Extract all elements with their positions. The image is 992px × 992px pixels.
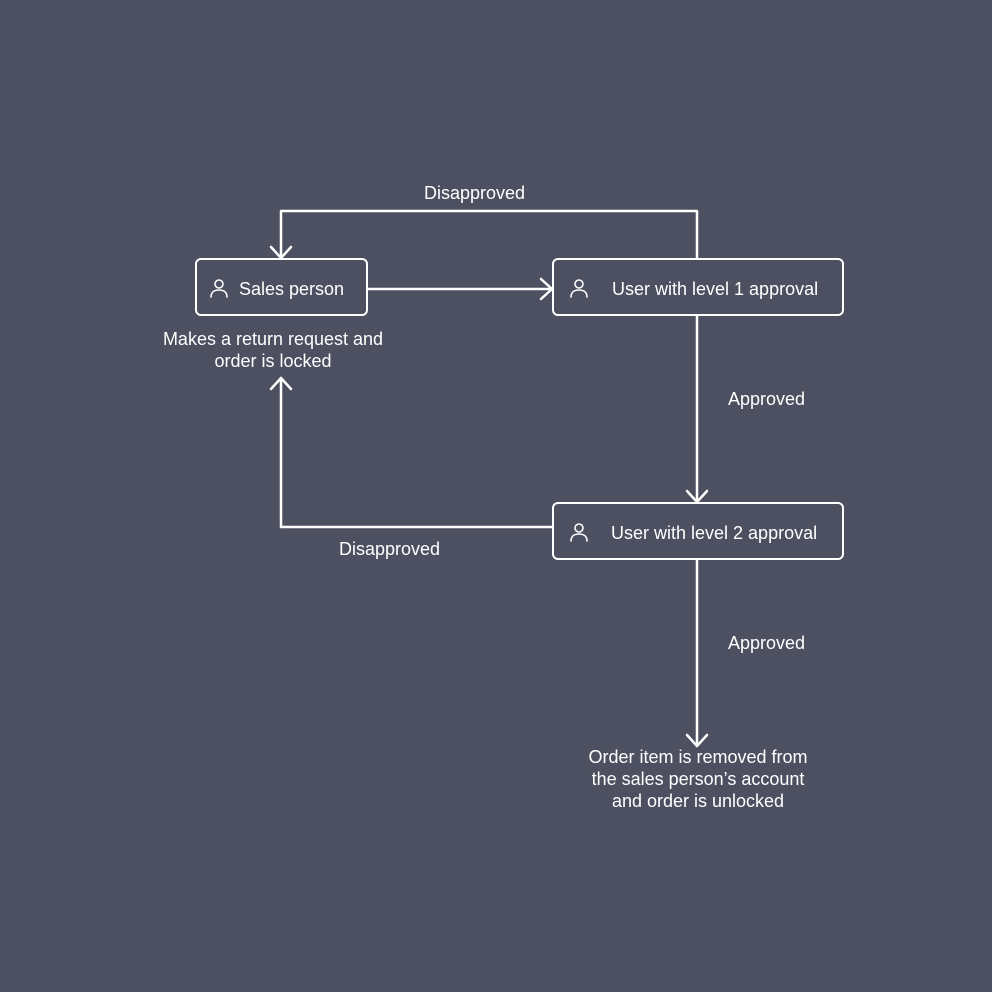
node-label: User with level 1 approval (612, 279, 819, 299)
sales-person-note: Makes a return request and order is lock… (132, 328, 414, 372)
user-icon (570, 279, 588, 298)
edge-label-disapproved: Disapproved (339, 539, 441, 559)
node-label: User with level 2 approval (611, 523, 818, 543)
note-line: the sales person’s account (591, 769, 805, 789)
node-sales-person: Sales person (195, 258, 368, 316)
final-outcome-note: Order item is removed from the sales per… (548, 746, 848, 812)
note-line: and order is unlocked (611, 791, 785, 811)
arrow-level1-to-level2-approved (685, 314, 709, 504)
node-level1-approval: User with level 1 approval (552, 258, 844, 316)
node-level2-approval: User with level 2 approval (552, 502, 844, 560)
user-icon (210, 279, 228, 298)
note-line: Makes a return request and (162, 329, 384, 349)
arrow-sales-to-level1 (366, 277, 554, 301)
note-line: Order item is removed from (588, 747, 808, 767)
edge-label-disapproved: Disapproved (424, 183, 526, 203)
note-line: order is locked (214, 351, 332, 371)
user-icon (570, 523, 588, 542)
edge-label-approved: Approved (728, 633, 806, 653)
arrow-level2-to-final-approved (685, 558, 709, 748)
node-label: Sales person (239, 279, 345, 299)
edge-label-approved: Approved (728, 389, 806, 409)
arrow-level1-to-sales-disapproved (269, 209, 699, 260)
arrow-level2-to-sales-disapproved (269, 376, 554, 529)
